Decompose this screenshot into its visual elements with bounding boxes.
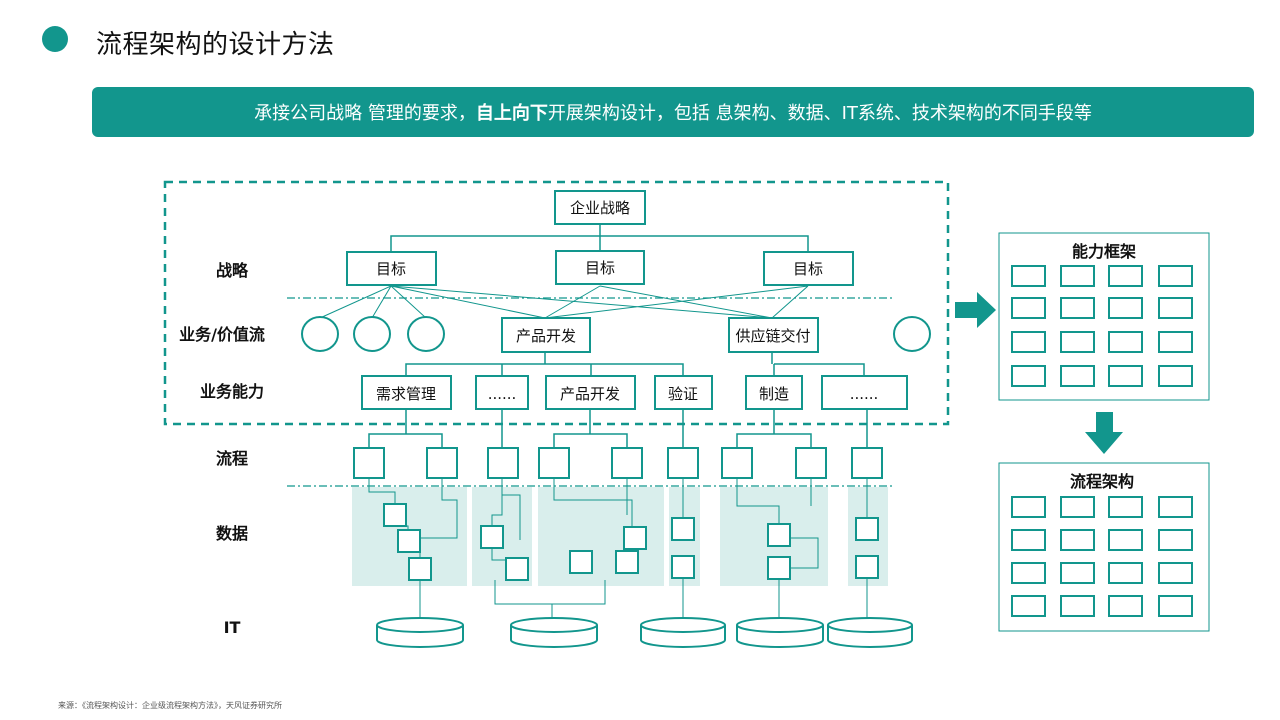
it-database-1 [376, 617, 464, 648]
process-box-6 [667, 447, 699, 479]
it-database-5 [827, 617, 913, 648]
process-box-1 [353, 447, 385, 479]
node-cap-1 [361, 375, 452, 410]
process-box-5 [611, 447, 643, 479]
strategy-capability-frame [163, 180, 950, 426]
process-box-7 [721, 447, 753, 479]
data-box-5 [505, 557, 529, 581]
process-box-8 [795, 447, 827, 479]
row-label-value-stream: 业务/价值流 [179, 325, 265, 344]
banner-text-pre: 承接公司战略 管理的要求， [254, 103, 476, 124]
page-title: 流程架构的设计方法 [96, 30, 335, 60]
data-box-14 [855, 555, 879, 579]
row-label-it: IT [224, 618, 241, 637]
node-supply-chain-label: 供应链交付 [735, 327, 810, 345]
banner-text-bold: 自上向下 [475, 103, 548, 124]
value-stream-circle-1 [301, 316, 339, 352]
arrow-right-icon [955, 292, 996, 328]
value-stream-circle-3 [407, 316, 445, 352]
value-stream-circle-4 [893, 316, 931, 352]
source-footnote: 来源：《流程架构设计：企业级流程架构方法》，天风证券研究所 [58, 701, 282, 710]
row-label-strategy: 战略 [216, 261, 249, 280]
process-arch-grid [1011, 496, 1193, 617]
summary-banner: 承接公司战略 管理的要求，自上向下开展架构设计，包括 息架构、数据、IT系统、技… [92, 87, 1254, 137]
node-cap-4-label: 验证 [668, 385, 698, 403]
capability-frame-grid [1011, 265, 1193, 387]
process-box-3 [487, 447, 519, 479]
title-bullet [42, 26, 68, 52]
process-box-9 [851, 447, 883, 479]
node-cap-6 [821, 375, 908, 410]
node-cap-1-label: 需求管理 [376, 385, 436, 403]
node-goal-2-label: 目标 [585, 259, 615, 277]
it-database-4 [736, 617, 824, 648]
node-product-dev-label: 产品开发 [516, 327, 576, 345]
node-supply-chain [728, 317, 819, 353]
process-arch-title: 流程架构 [1070, 472, 1134, 491]
it-database-3 [640, 617, 726, 648]
node-enterprise-strategy [554, 190, 646, 225]
data-box-12 [767, 556, 791, 580]
node-cap-5-label: 制造 [759, 385, 789, 403]
capability-frame-title: 能力框架 [1072, 242, 1136, 261]
node-enterprise-strategy-label: 企业战略 [570, 199, 630, 217]
arrow-down-icon [1085, 412, 1123, 454]
data-box-10 [671, 555, 695, 579]
data-box-9 [671, 517, 695, 541]
node-goal-1 [346, 251, 437, 286]
banner-text-post: 开展架构设计，包括 息架构、数据、IT系统、技术架构的不同手段等 [547, 103, 1092, 124]
node-goal-1-label: 目标 [376, 260, 406, 278]
node-goal-2 [555, 250, 645, 285]
node-cap-2-label: ...... [488, 385, 517, 403]
data-box-3 [408, 557, 432, 581]
node-cap-3-label: 产品开发 [560, 385, 620, 403]
node-cap-6-label: ...... [850, 385, 879, 403]
node-goal-3-label: 目标 [793, 260, 823, 278]
row-label-capability: 业务能力 [200, 382, 264, 401]
data-box-6 [569, 550, 593, 574]
data-box-2 [397, 529, 421, 553]
node-goal-3 [763, 251, 854, 286]
row-label-process: 流程 [216, 449, 248, 468]
value-stream-circle-2 [353, 316, 391, 352]
node-product-dev [501, 317, 591, 353]
node-cap-5 [745, 375, 803, 410]
data-box-7 [623, 526, 647, 550]
process-box-4 [538, 447, 570, 479]
data-box-1 [383, 503, 407, 527]
data-box-13 [855, 517, 879, 541]
data-box-8 [615, 550, 639, 574]
data-box-4 [480, 525, 504, 549]
data-box-11 [767, 523, 791, 547]
row-label-data: 数据 [216, 524, 248, 543]
node-cap-3 [545, 375, 636, 410]
it-database-2 [510, 617, 598, 648]
process-box-2 [426, 447, 458, 479]
